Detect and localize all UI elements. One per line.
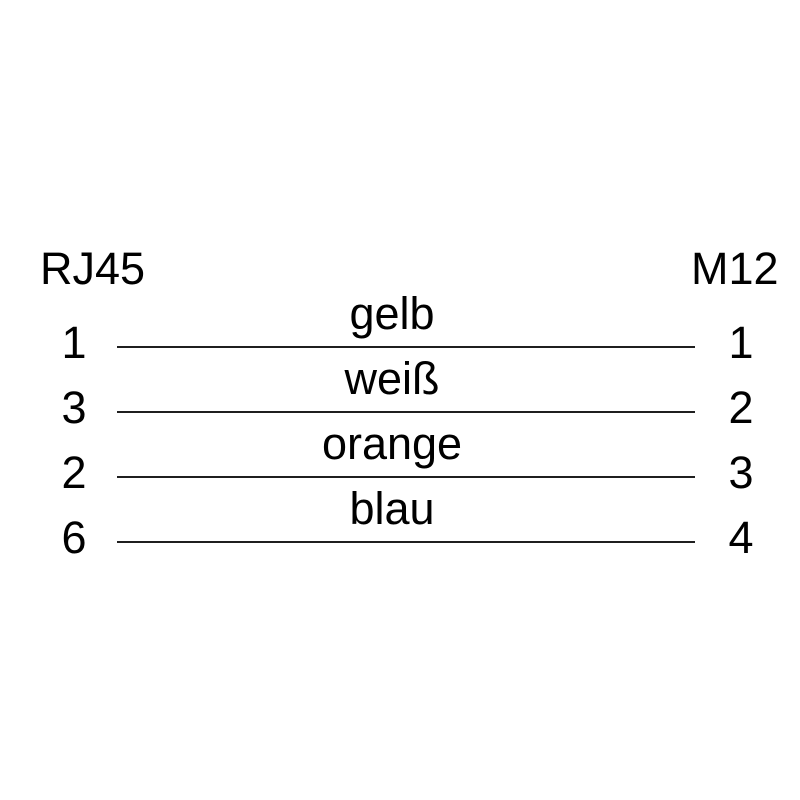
wire-color-label: weiß <box>344 353 440 404</box>
left-pin-number: 6 <box>61 512 87 563</box>
right-pin-number: 3 <box>728 447 754 498</box>
left-pin-number: 2 <box>61 447 87 498</box>
wire-line <box>117 476 695 478</box>
right-connector-header: M12 <box>691 243 779 294</box>
wire-color-label: orange <box>321 418 463 469</box>
left-pin-number: 1 <box>61 317 87 368</box>
wire-color-label: blau <box>349 483 435 534</box>
left-pin-number: 3 <box>61 382 87 433</box>
wire-line <box>117 541 695 543</box>
right-pin-number: 1 <box>728 317 754 368</box>
wire-line <box>117 346 695 348</box>
wire-color-label: gelb <box>349 288 435 339</box>
right-pin-number: 2 <box>728 382 754 433</box>
left-connector-header: RJ45 <box>40 243 146 294</box>
wire-line <box>117 411 695 413</box>
right-pin-number: 4 <box>728 512 754 563</box>
